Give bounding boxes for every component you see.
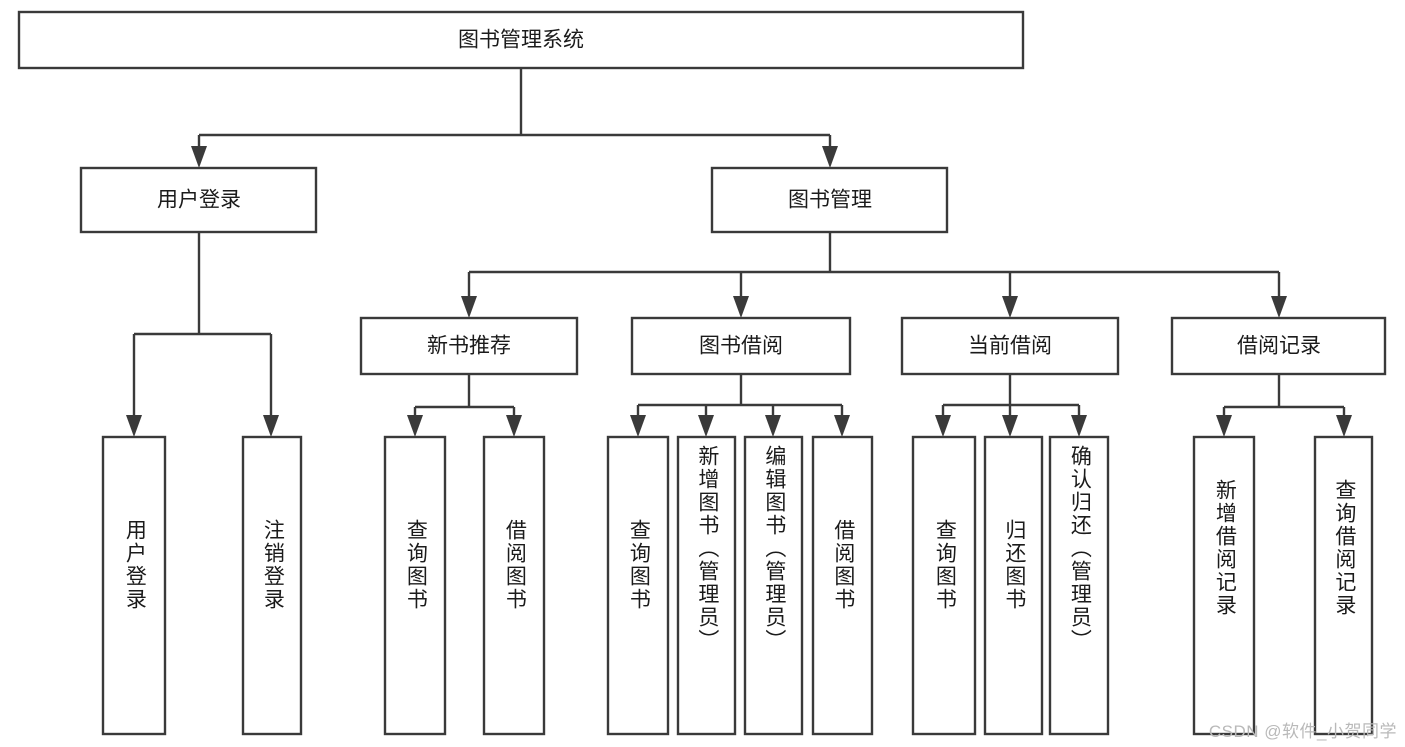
node-book-management[interactable]: 图书管理 <box>710 166 949 234</box>
node-new-book-recommend[interactable]: 新书推荐 <box>359 316 579 376</box>
node-borrow-record[interactable]: 借阅记录 <box>1170 316 1387 376</box>
arrow-to-new-book-recommend <box>461 296 477 318</box>
arrow-to-current-borrow <box>1002 296 1018 318</box>
connector-record-to-leaves <box>1222 374 1346 421</box>
connector-group-user-login <box>126 232 279 437</box>
leaf-box-add-record[interactable] <box>1192 435 1256 736</box>
node-book-borrow[interactable]: 图书借阅 <box>630 316 852 376</box>
leaf-box-confirm-return[interactable] <box>1048 435 1110 736</box>
node-user-login[interactable]: 用户登录 <box>79 166 318 234</box>
arrow-to-leaf-return-book <box>1002 415 1018 437</box>
leaf-box-edit-book[interactable] <box>743 435 804 736</box>
leaf-boxes <box>101 435 1374 736</box>
arrow-to-leaf-query-book-1 <box>407 415 423 437</box>
leaf-box-logout[interactable] <box>241 435 303 736</box>
arrow-to-leaf-user-login <box>126 415 142 437</box>
node-new-book-recommend-box <box>359 316 579 376</box>
node-borrow-record-label: 借阅记录 <box>1237 335 1321 358</box>
leaf-box-return-book[interactable] <box>983 435 1044 736</box>
arrow-to-leaf-logout <box>263 415 279 437</box>
arrow-to-leaf-query-record <box>1336 415 1352 437</box>
node-book-borrow-box <box>630 316 852 376</box>
leaf-box-borrow-book-2[interactable] <box>811 435 874 736</box>
node-borrow-record-box <box>1170 316 1387 376</box>
connector-group-current-borrow <box>935 374 1087 437</box>
arrow-to-leaf-confirm-return <box>1071 415 1087 437</box>
node-root[interactable]: 图书管理系统 <box>17 10 1025 70</box>
leaf-box-user-login[interactable] <box>101 435 167 736</box>
leaf-box-query-book-1[interactable] <box>383 435 447 736</box>
arrow-to-leaf-add-book <box>698 415 714 437</box>
arrow-to-borrow-record <box>1271 296 1287 318</box>
arrow-to-leaf-borrow-book-1 <box>506 415 522 437</box>
connector-current-to-leaves <box>941 374 1081 421</box>
leaf-box-query-book-3[interactable] <box>911 435 977 736</box>
connector-group-root <box>191 68 838 168</box>
connector-user-login-to-leaves <box>132 232 273 421</box>
node-root-box <box>17 10 1025 70</box>
arrow-to-leaf-query-book-3 <box>935 415 951 437</box>
node-root-label: 图书管理系统 <box>458 29 584 52</box>
node-current-borrow[interactable]: 当前借阅 <box>900 316 1120 376</box>
arrow-to-user-login <box>191 146 207 168</box>
node-user-login-label: 用户登录 <box>157 189 241 212</box>
leaf-box-add-book[interactable] <box>676 435 737 736</box>
leaf-box-query-record[interactable] <box>1313 435 1374 736</box>
connector-group-book-management <box>461 232 1287 318</box>
connector-group-new-book-recommend <box>407 374 522 437</box>
node-current-borrow-label: 当前借阅 <box>968 335 1052 358</box>
node-book-management-box <box>710 166 949 234</box>
node-book-management-label: 图书管理 <box>788 189 872 212</box>
arrow-to-leaf-edit-book <box>765 415 781 437</box>
leaf-box-query-book-2[interactable] <box>606 435 670 736</box>
arrow-to-leaf-borrow-book-2 <box>834 415 850 437</box>
node-new-book-recommend-label: 新书推荐 <box>427 335 511 358</box>
arrow-to-leaf-query-book-2 <box>630 415 646 437</box>
connector-borrow-to-leaves <box>636 374 844 421</box>
connector-group-book-borrow <box>630 374 850 437</box>
connector-root-to-level2 <box>197 68 832 152</box>
arrow-to-book-management <box>822 146 838 168</box>
leaf-box-borrow-book-1[interactable] <box>482 435 546 736</box>
node-book-borrow-label: 图书借阅 <box>699 335 783 358</box>
connector-group-borrow-record <box>1216 374 1352 437</box>
node-user-login-box <box>79 166 318 234</box>
node-current-borrow-box <box>900 316 1120 376</box>
connector-book-management-to-level3 <box>467 232 1281 302</box>
connector-recommend-to-leaves <box>413 374 516 421</box>
arrow-to-leaf-add-record <box>1216 415 1232 437</box>
arrow-to-book-borrow <box>733 296 749 318</box>
